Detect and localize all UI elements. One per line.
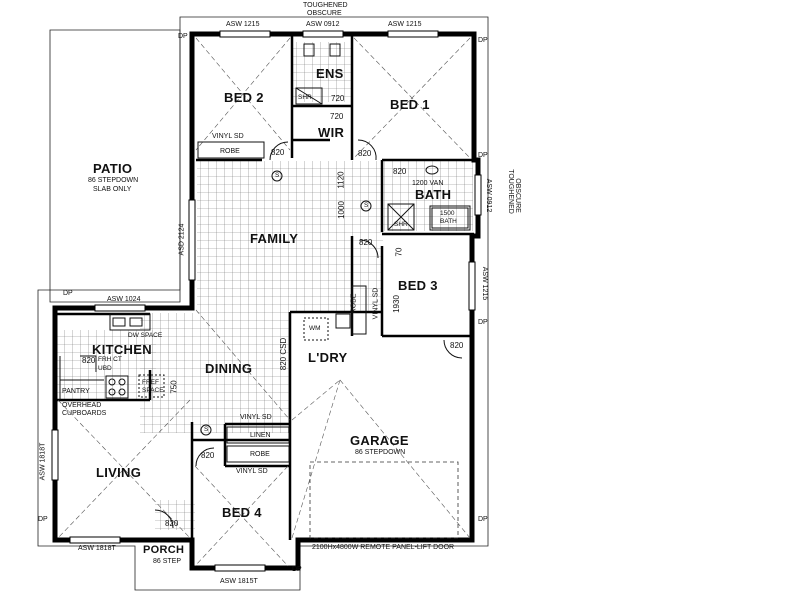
dim-wir-720: 720: [330, 112, 344, 121]
window-marks: [51, 30, 482, 572]
dim-door-bath: 820: [393, 167, 407, 176]
external-walls: [52, 31, 481, 571]
robe-bed4: ROBE: [250, 451, 270, 458]
overhead-label-1: OVERHEAD: [62, 402, 102, 409]
dim-820-csd: 820 CSD: [279, 337, 289, 371]
dp-top-right: DP: [478, 37, 488, 44]
robe-bed3: ROBE: [350, 293, 358, 314]
roof-outline: [37, 16, 489, 591]
dim-1930: 1930: [391, 295, 401, 313]
internal-walls: [56, 36, 474, 540]
garage-note: 86 STEPDOWN: [355, 449, 406, 456]
bath-tub-label: BATH: [440, 218, 457, 225]
smoke-symbol-bath: S: [364, 202, 369, 209]
window-top-ens: ASW 0912: [306, 21, 340, 28]
patio-outline: [49, 29, 181, 303]
window-bath-note-1: TOUGHENED: [506, 169, 514, 214]
fridge-label-2: SPACE: [142, 387, 164, 394]
porch-tiles: [155, 500, 195, 530]
window-bed4-bottom: ASW 1815T: [220, 578, 258, 585]
window-living-side: ASW 1818T: [39, 442, 47, 481]
dp-patio: DP: [63, 290, 73, 297]
room-bed4: BED 4: [222, 505, 262, 520]
room-ldry: L'DRY: [308, 350, 348, 365]
dim-door-bed1: 820: [358, 149, 372, 158]
dim-ens-720: 720: [331, 94, 345, 103]
vinyl-sd-bed4: VINYL SD: [236, 468, 268, 475]
patio-note-2: SLAB ONLY: [93, 186, 132, 193]
room-living: LIVING: [96, 465, 142, 480]
smoke-symbol-dining: S: [204, 426, 209, 433]
linen-label: LINEN: [250, 432, 271, 439]
dp-right-low: DP: [478, 516, 488, 523]
window-bed3-side: ASW 1215: [481, 266, 489, 301]
dim-door-garage: 820: [450, 341, 464, 350]
window-living-bottom: ASW 1818T: [78, 545, 116, 552]
roof-diagonals: [57, 37, 471, 567]
ubd-label: UBD: [98, 365, 112, 372]
room-family: FAMILY: [250, 231, 299, 246]
vinyl-sd-dining: VINYL SD: [240, 414, 272, 421]
window-kitchen: ASW 1024: [107, 296, 141, 303]
dp-right-upper: DP: [478, 152, 488, 159]
dp-left-low: DP: [38, 516, 48, 523]
dim-door-kitchen: 820: [82, 356, 96, 365]
bath-size-label: 1500: [440, 210, 455, 217]
dim-1120: 1120: [336, 171, 346, 189]
garage-door-label: 2100Hx4800W REMOTE PANEL-LIFT DOOR: [312, 544, 455, 551]
fixtures: [59, 43, 471, 529]
room-kitchen: KITCHEN: [92, 342, 152, 357]
vinyl-sd-bed3: VINYL SD: [372, 287, 380, 320]
pantry-label: PANTRY: [62, 388, 90, 395]
room-porch: PORCH: [143, 544, 185, 556]
window-top-bed1: ASW 1215: [388, 21, 422, 28]
porch-note: 86 STEP: [153, 558, 182, 565]
vinyl-sd-bed2: VINYL SD: [212, 133, 244, 140]
room-bath: BATH: [415, 187, 452, 202]
shower-ens-label: SHR: [298, 94, 312, 101]
robe-bed2: ROBE: [220, 148, 240, 155]
dim-door-bed3: 820: [359, 238, 373, 247]
room-ens: ENS: [316, 66, 344, 81]
fridge-label-1: FREF: [142, 379, 159, 386]
patio-note-1: 86 STEPDOWN: [88, 177, 139, 184]
room-bed1: BED 1: [390, 97, 430, 112]
frh-ct-label: FRH CT: [98, 356, 122, 363]
room-wir: WIR: [318, 125, 345, 140]
dp-top-left: DP: [178, 33, 188, 40]
smoke-symbol-family: S: [275, 172, 280, 179]
dim-door-bed4: 820: [201, 451, 215, 460]
window-top-bed2: ASW 1215: [226, 21, 260, 28]
window-family-side: ASD 2124: [178, 223, 186, 256]
room-bed3: BED 3: [398, 278, 438, 293]
room-bed2: BED 2: [224, 90, 264, 105]
dp-porch: DP: [292, 566, 302, 573]
window-top-note-1: TOUGHENED: [303, 2, 348, 9]
window-bath-note-2: OBSCURE: [513, 178, 521, 213]
dim-750: 750: [169, 380, 179, 394]
dim-70: 70: [394, 247, 404, 257]
room-garage: GARAGE: [350, 433, 409, 448]
room-dining: DINING: [205, 361, 253, 376]
dining-tiles: [140, 313, 290, 433]
vanity-label: 1200 VAN: [412, 180, 444, 187]
washing-machine-label: WM: [309, 325, 321, 332]
room-patio: PATIO: [93, 161, 133, 176]
window-top-note-2: OBSCURE: [307, 10, 342, 17]
window-bath-side: ASW 0912: [485, 178, 493, 213]
overhead-label-2: CUPBOARDS: [62, 410, 107, 417]
dp-right-mid: DP: [478, 319, 488, 326]
shower-bath-label: SHR: [394, 221, 408, 228]
dim-1000: 1000: [336, 201, 346, 219]
dim-door-bed2: 820: [271, 148, 285, 157]
dw-space-label: DW SPACE: [128, 332, 163, 339]
dim-door-porch: 820: [165, 519, 179, 528]
garage-door-outline: [309, 461, 459, 539]
